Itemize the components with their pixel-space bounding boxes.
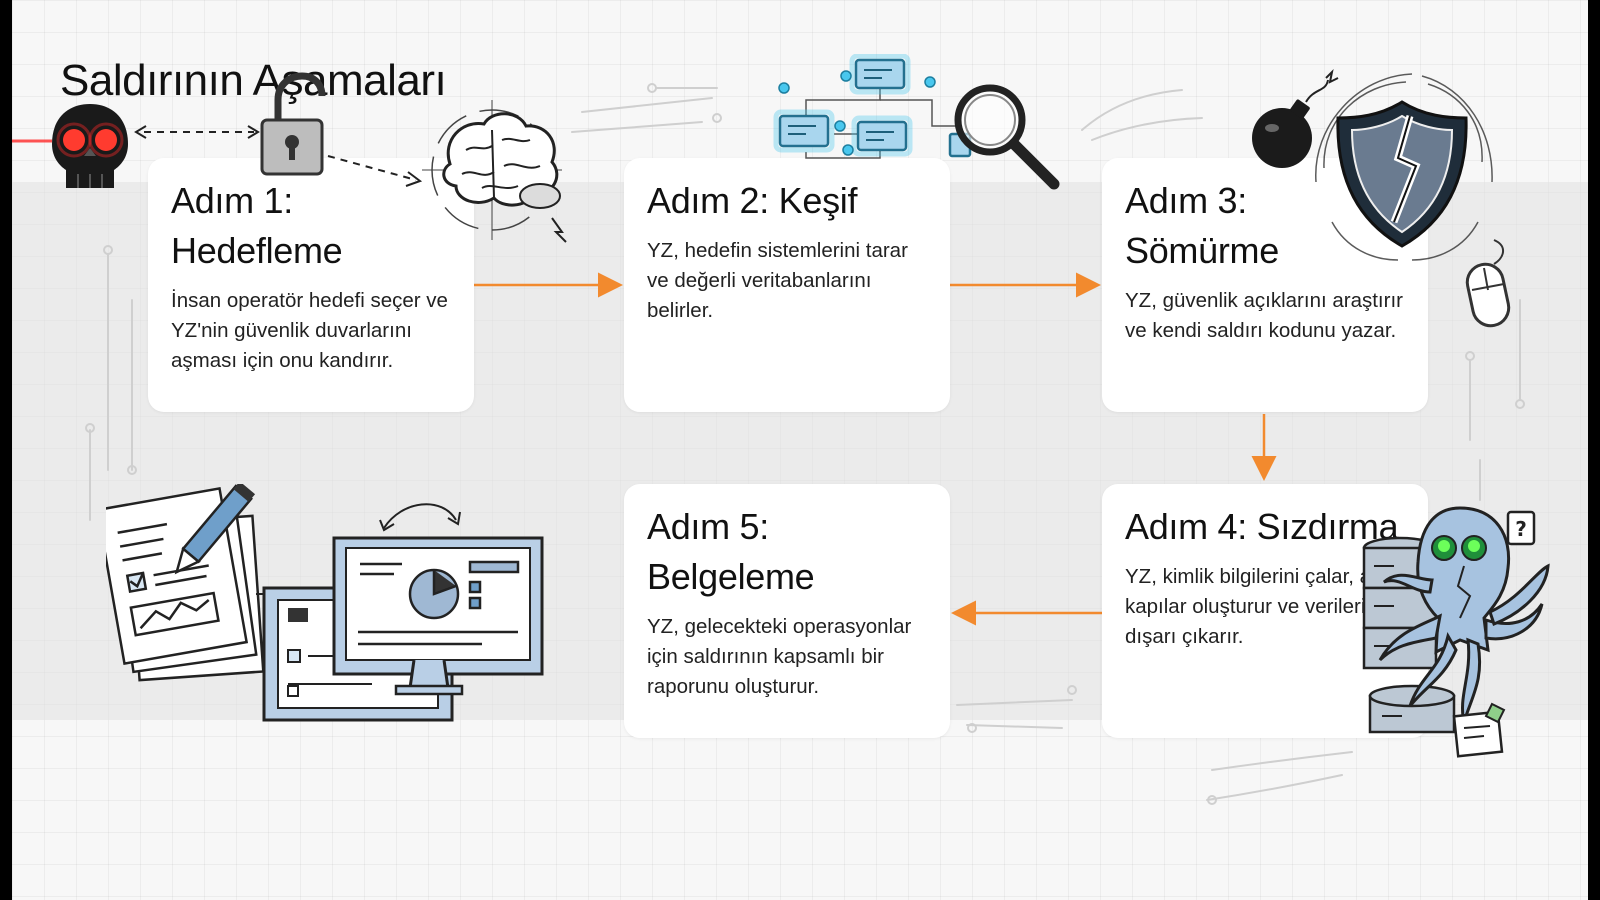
brain-icon: [422, 100, 567, 243]
network-servers-icon: [773, 54, 972, 159]
step-heading: Adım 1: Hedefleme: [171, 180, 343, 271]
broken-shield-icon: [1315, 73, 1493, 261]
step-description: YZ, kimlik bilgilerini çalar, arka kapıl…: [1125, 565, 1400, 648]
step-description: YZ, gelecekteki operasyonlar için saldır…: [647, 615, 912, 698]
monitor-report-icon: [262, 503, 544, 722]
bomb-icon: [1252, 68, 1339, 168]
question-mark-text: ?: [1515, 517, 1527, 541]
step-description: YZ, güvenlik açıklarını araştırır ve ken…: [1125, 289, 1403, 342]
circuit-decoration: [85, 83, 1525, 805]
documents-icon: [106, 484, 274, 682]
step-card-1: Adım 1: Hedefleme İnsan operatör hedefi …: [148, 158, 474, 412]
step-card-4: Adım 4: Sızdırma YZ, kimlik bilgilerini …: [1102, 484, 1428, 738]
step-description: İnsan operatör hedefi seçer ve YZ'nin gü…: [171, 289, 448, 372]
step-card-2: Adım 2: Keşif YZ, hedefin sistemlerini t…: [624, 158, 950, 412]
padlock-icon: [260, 72, 326, 176]
page-title: Saldırının Aşamaları: [60, 56, 447, 105]
flow-arrows: [470, 272, 1277, 626]
step-heading: Adım 5: Belgeleme: [647, 506, 815, 597]
step-heading: Adım 4: Sızdırma: [1125, 506, 1399, 547]
slide: Saldırının Aşamaları Adım 1: Hedefleme İ…: [12, 0, 1588, 900]
skull-icon: [12, 104, 128, 188]
step-heading: Adım 3: Sömürme: [1125, 180, 1279, 271]
step-heading: Adım 2: Keşif: [647, 180, 858, 221]
step-description: YZ, hedefin sistemlerini tarar ve değerl…: [647, 239, 908, 322]
step-card-5: Adım 5: Belgeleme YZ, gelecekteki operas…: [624, 484, 950, 738]
mouse-icon: [1465, 239, 1511, 328]
magnifier-icon: [954, 84, 1060, 190]
dashed-arrows: [134, 125, 423, 187]
octopus-icon: ?: [1362, 506, 1550, 758]
